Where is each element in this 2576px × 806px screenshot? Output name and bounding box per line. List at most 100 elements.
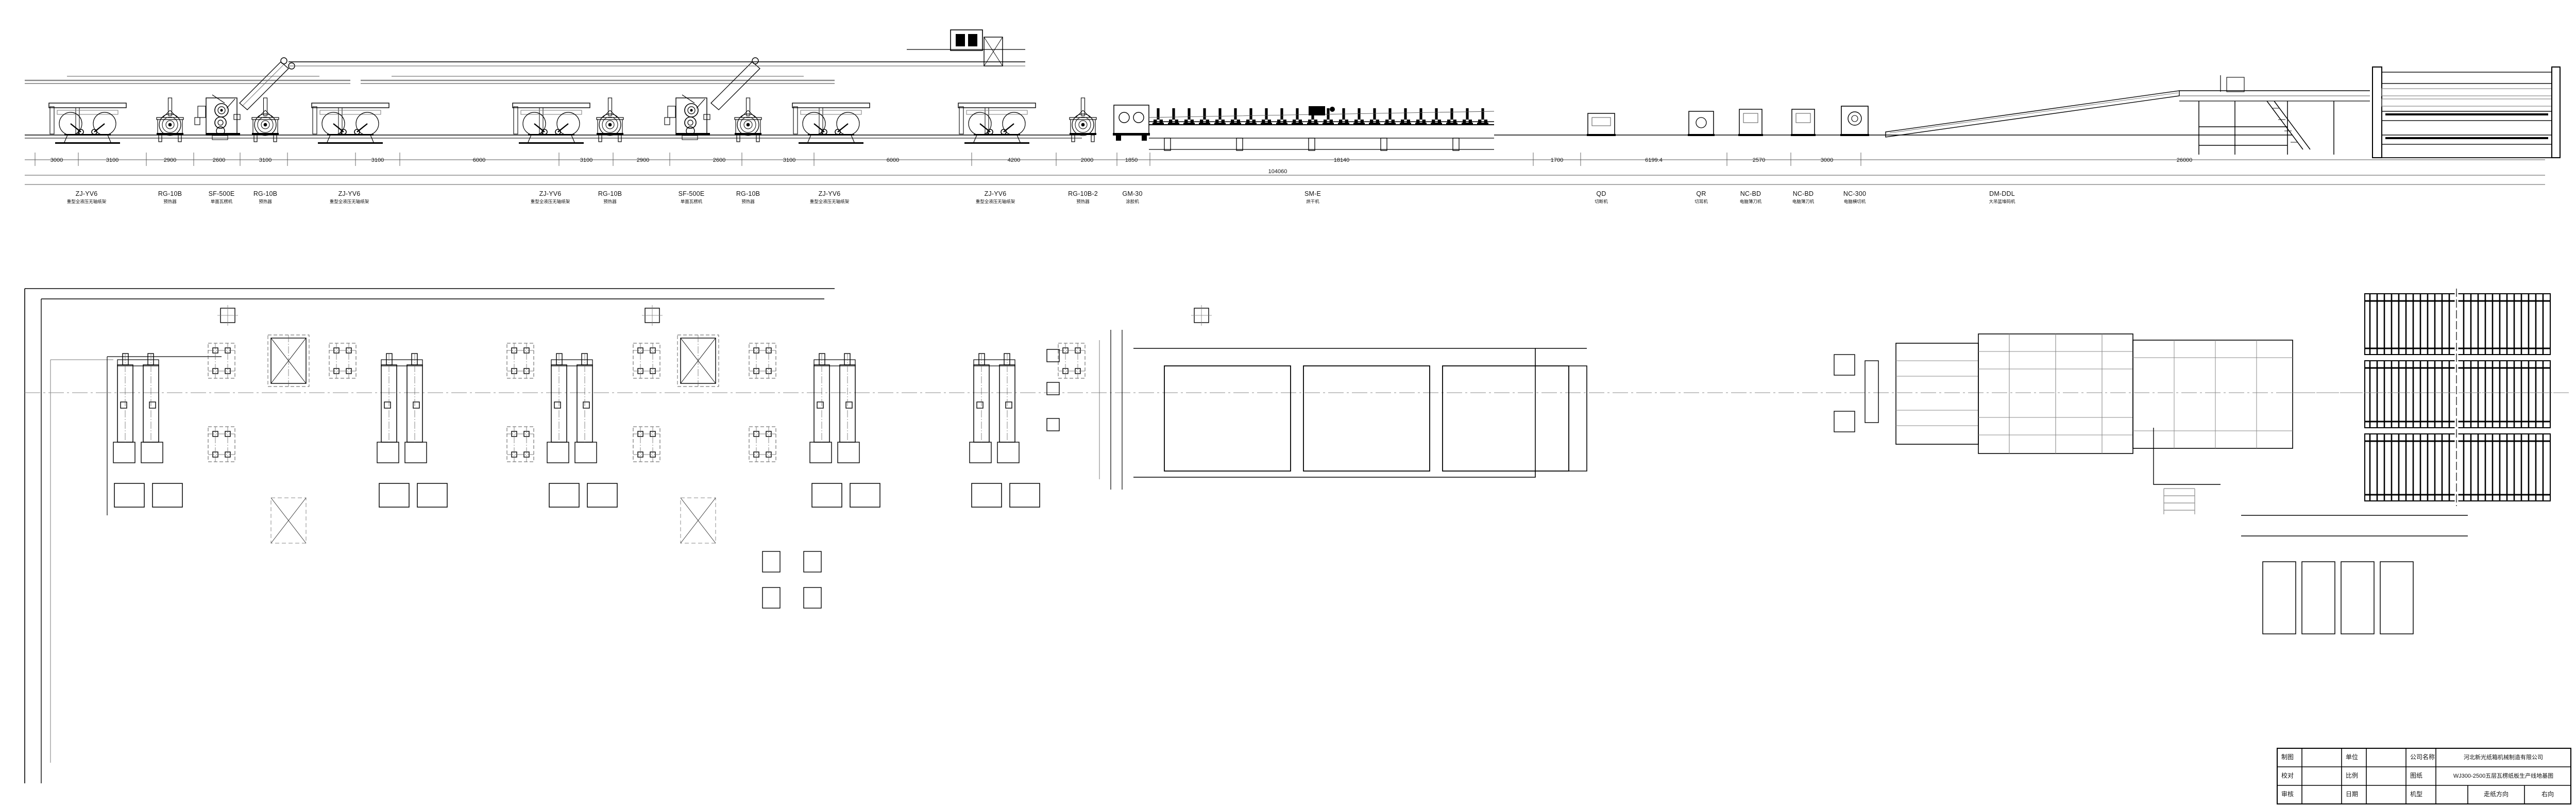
equipment-label: RG-10B 预热器 [736, 190, 760, 204]
equipment-code: NC-300 [1843, 190, 1866, 197]
dimension-label: 6000 [887, 157, 899, 163]
dimension-label: 2600 [713, 157, 725, 163]
dimension-label: 18140 [1334, 157, 1350, 163]
equipment-label: ZJ-YV6 重型全液压无轴纸架 [531, 190, 570, 204]
dimension-label: 4200 [1008, 157, 1020, 163]
equipment-code: NC-BD [1740, 190, 1761, 197]
equipment-name-cn: 预热器 [603, 199, 617, 204]
equipment-name-cn: 重型全液压无轴纸架 [976, 199, 1015, 204]
dimension-label: 3100 [371, 157, 384, 163]
title-block-label-scale: 比例 [2346, 772, 2358, 779]
equipment-label: NC-300 电脑横切机 [1843, 190, 1866, 204]
equipment-code: RG-10B [598, 190, 622, 197]
equipment-name-cn: 涂胶机 [1126, 199, 1139, 204]
title-block-label-feed-direction: 走纸方向 [2484, 790, 2509, 798]
title-block-value-company: 河北新光纸箱机械制造有限公司 [2464, 753, 2543, 761]
title-block-value-drawing: WJ300-2500五层瓦楞纸板生产线地基图 [2453, 772, 2553, 779]
equipment-label: NC-BD 电脑薄刀机 [1740, 190, 1762, 204]
equipment-name-cn: 预热器 [259, 199, 272, 204]
equipment-name-cn: 电脑横切机 [1844, 199, 1866, 204]
equipment-name-cn: 预热器 [741, 199, 755, 204]
equipment-name-cn: 电脑薄刀机 [1792, 199, 1815, 204]
equipment-label: QD 切断机 [1595, 190, 1608, 204]
title-block-label-company: 公司名称 [2410, 753, 2435, 761]
equipment-label: DM-DDL 大吊篮堆码机 [1989, 190, 2015, 204]
title-block-label-date: 日期 [2346, 791, 2358, 798]
equipment-label: RG-10B-2 预热器 [1068, 190, 1098, 204]
equipment-name-cn: 预热器 [163, 199, 177, 204]
equipment-name-cn: 单面瓦楞机 [681, 199, 703, 204]
equipment-label: NC-BD 电脑薄刀机 [1792, 190, 1815, 204]
title-block-label-draftsman: 制图 [2281, 753, 2294, 761]
equipment-name-cn: 大吊篮堆码机 [1989, 199, 2015, 204]
plan-view [24, 288, 2571, 783]
equipment-code: ZJ-YV6 [539, 190, 562, 197]
equipment-label: SF-500E 单面瓦楞机 [679, 190, 705, 204]
equipment-code: SM-E [1304, 190, 1321, 197]
equipment-label: ZJ-YV6 重型全液压无轴纸架 [810, 190, 850, 204]
equipment-code: RG-10B [158, 190, 182, 197]
equipment-code: RG-10B [253, 190, 277, 197]
equipment-code: NC-BD [1793, 190, 1814, 197]
title-block-value-feed-direction: 右向 [2541, 790, 2554, 798]
equipment-label: ZJ-YV6 重型全液压无轴纸架 [976, 190, 1015, 204]
dimension-label: 26000 [2177, 157, 2193, 163]
equipment-name-cn: 电脑薄刀机 [1740, 199, 1762, 204]
dimension-label: 6000 [473, 157, 485, 163]
dimension-label: 2600 [213, 157, 225, 163]
equipment-label: ZJ-YV6 重型全液压无轴纸架 [330, 190, 369, 204]
elevation-view [25, 29, 2561, 185]
equipment-name-cn: 预热器 [1076, 199, 1090, 204]
equipment-code: ZJ-YV6 [76, 190, 98, 197]
equipment-code: SF-500E [679, 190, 705, 197]
dimension-label: 2900 [637, 157, 649, 163]
equipment-name-cn: 烘干机 [1306, 199, 1319, 204]
title-block-label-checker: 校对 [2281, 771, 2294, 779]
title-block-label-unit: 单位 [2346, 753, 2358, 761]
dimension-label: 3000 [50, 157, 63, 163]
equipment-code: ZJ-YV6 [819, 190, 841, 197]
dimension-label: 1700 [1551, 157, 1563, 163]
equipment-code: SF-500E [209, 190, 235, 197]
equipment-name-cn: 重型全液压无轴纸架 [531, 199, 570, 204]
equipment-code: QD [1596, 190, 1606, 197]
equipment-name-cn: 重型全液压无轴纸架 [810, 199, 850, 204]
equipment-name-cn: 重型全液压无轴纸架 [67, 199, 107, 204]
dimension-label: 6199.4 [1645, 157, 1663, 163]
equipment-code: RG-10B-2 [1068, 190, 1098, 197]
equipment-label: ZJ-YV6 重型全液压无轴纸架 [67, 190, 107, 204]
equipment-label: GM-30 涂胶机 [1122, 190, 1142, 204]
dimension-label: 2000 [1081, 157, 1093, 163]
dimension-label: 1850 [1125, 157, 1138, 163]
equipment-code: QR [1696, 190, 1706, 197]
title-block-label-model: 机型 [2410, 791, 2422, 798]
equipment-labels: ZJ-YV6 重型全液压无轴纸架 RG-10B 预热器 SF-500E 单面瓦楞机 R… [67, 190, 2015, 204]
equipment-label: RG-10B 预热器 [158, 190, 182, 204]
title-block-label-drawing: 图纸 [2410, 772, 2422, 779]
equipment-code: DM-DDL [1989, 190, 2015, 197]
equipment-code: RG-10B [736, 190, 760, 197]
dimension-label: 3100 [783, 157, 795, 163]
equipment-label: RG-10B 预热器 [253, 190, 277, 204]
overall-dimension-label: 104060 [1268, 169, 1287, 175]
equipment-code: GM-30 [1122, 190, 1142, 197]
dimension-label: 3100 [580, 157, 592, 163]
title-block-label-approver: 审核 [2281, 790, 2294, 798]
dimension-label: 3000 [1821, 157, 1833, 163]
equipment-label: RG-10B 预热器 [598, 190, 622, 204]
equipment-name-cn: 切断机 [1595, 199, 1608, 204]
title-block: 制图 单位 公司名称 河北新光纸箱机械制造有限公司 校对 比例 图纸 WJ300… [2277, 748, 2571, 804]
equipment-name-cn: 切耳机 [1694, 199, 1708, 204]
equipment-code: ZJ-YV6 [985, 190, 1007, 197]
equipment-code: ZJ-YV6 [338, 190, 361, 197]
equipment-label: QR 切耳机 [1694, 190, 1708, 204]
dimension-label: 2900 [164, 157, 176, 163]
dimension-labels: 3000 3100 2900 2600 3100 3100 6000 3100 … [50, 157, 2193, 175]
equipment-label: SM-E 烘干机 [1304, 190, 1321, 204]
dimension-label: 3100 [106, 157, 118, 163]
equipment-name-cn: 重型全液压无轴纸架 [330, 199, 369, 204]
